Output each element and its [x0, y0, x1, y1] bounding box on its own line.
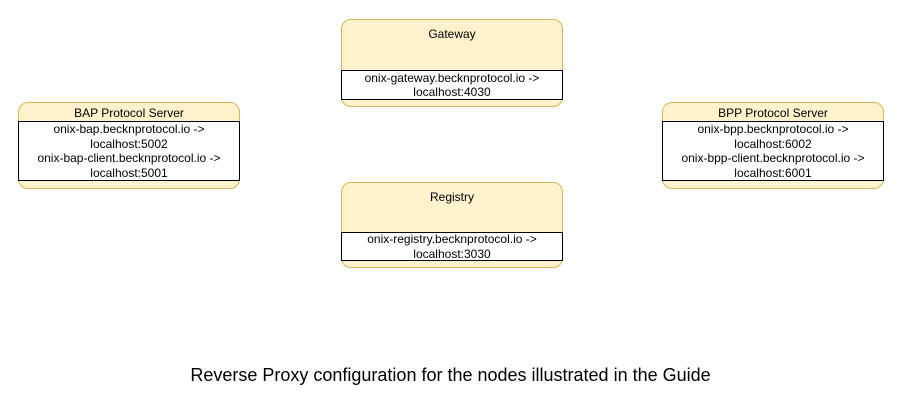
mapping-line: onix-registry.becknprotocol.io ->: [367, 232, 537, 246]
node-gateway-mappings: onix-gateway.becknprotocol.io -> localho…: [341, 70, 563, 100]
mapping-line: onix-bap.becknprotocol.io ->: [53, 122, 205, 136]
node-bap-mappings: onix-bap.becknprotocol.io -> localhost:5…: [18, 121, 240, 181]
mapping-line: onix-bpp-client.becknprotocol.io ->: [681, 151, 865, 165]
mapping-line: localhost:6001: [734, 165, 812, 180]
node-registry-title: Registry: [429, 190, 474, 204]
node-registry: Registry onix-registry.becknprotocol.io …: [341, 182, 563, 268]
node-bpp-title: BPP Protocol Server: [718, 106, 828, 120]
mapping-line: onix-bap-client.becknprotocol.io ->: [37, 151, 221, 165]
node-registry-mappings: onix-registry.becknprotocol.io -> localh…: [341, 232, 563, 261]
node-gateway-title: Gateway: [428, 27, 476, 41]
node-bap-protocol-server: BAP Protocol Server onix-bap.becknprotoc…: [18, 102, 240, 189]
mapping-line: localhost:3030: [413, 246, 491, 261]
mapping-line: localhost:4030: [413, 85, 491, 99]
mapping-line: localhost:5001: [90, 165, 168, 180]
mapping-line: localhost:5002: [90, 136, 168, 151]
diagram-caption: Reverse Proxy configuration for the node…: [190, 365, 711, 385]
mapping-line: onix-gateway.becknprotocol.io ->: [364, 70, 540, 85]
node-bpp-mappings: onix-bpp.becknprotocol.io -> localhost:6…: [662, 121, 884, 181]
mapping-line: localhost:6002: [734, 136, 812, 151]
node-bap-title: BAP Protocol Server: [74, 106, 184, 120]
mapping-line: onix-bpp.becknprotocol.io ->: [697, 122, 849, 136]
node-bpp-protocol-server: BPP Protocol Server onix-bpp.becknprotoc…: [662, 102, 884, 189]
node-gateway: Gateway onix-gateway.becknprotocol.io ->…: [341, 19, 563, 107]
